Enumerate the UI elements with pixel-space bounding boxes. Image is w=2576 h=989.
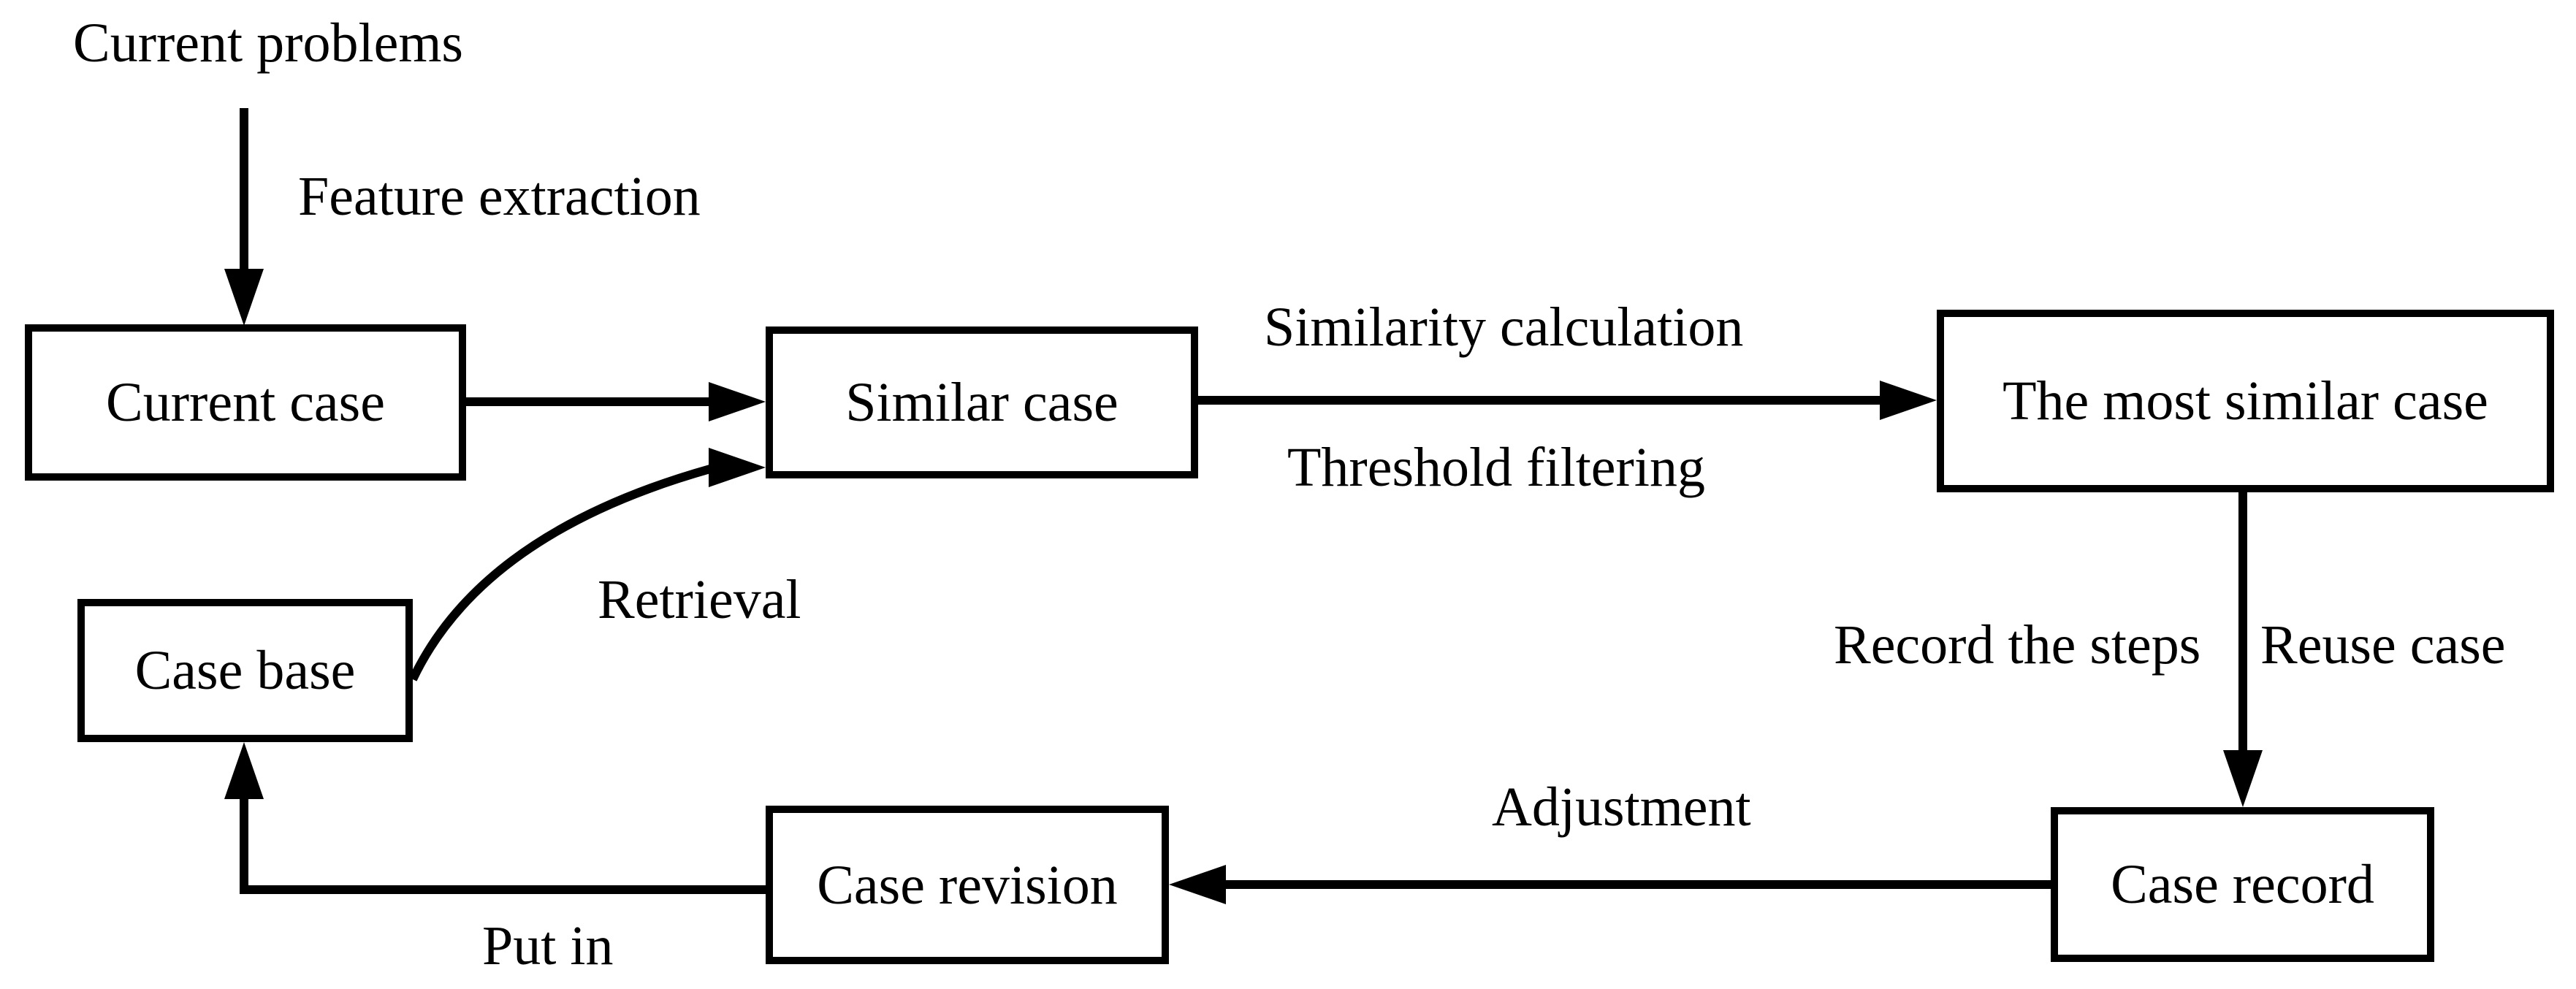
node-most-similar-case: The most similar case xyxy=(1937,310,2554,492)
node-case-record-label: Case record xyxy=(2111,854,2374,915)
node-case-record: Case record xyxy=(2051,807,2434,962)
label-current-problems: Current problems xyxy=(73,12,464,74)
node-similar-case: Similar case xyxy=(766,327,1198,478)
label-similarity-calculation: Similarity calculation xyxy=(1264,297,1744,358)
node-most-similar-case-label: The most similar case xyxy=(2003,370,2488,432)
node-case-base-label: Case base xyxy=(134,640,356,701)
node-similar-case-label: Similar case xyxy=(845,372,1119,433)
arrowhead-left-adjustment xyxy=(1169,865,1226,904)
label-reuse-case: Reuse case xyxy=(2260,614,2506,676)
arrowhead-right-similarity xyxy=(1880,381,1937,420)
edge-put-in-line xyxy=(240,798,766,894)
arrowhead-up-put-in xyxy=(224,742,264,799)
node-case-revision-label: Case revision xyxy=(817,854,1118,916)
label-feature-extraction: Feature extraction xyxy=(298,166,701,227)
label-put-in: Put in xyxy=(482,915,614,977)
node-current-case: Current case xyxy=(25,324,466,481)
edge-retrieval-curve xyxy=(408,465,712,681)
node-case-revision: Case revision xyxy=(766,806,1169,964)
label-record-the-steps: Record the steps xyxy=(1834,614,2201,676)
arrowhead-right-current-to-similar xyxy=(709,382,766,421)
arrowhead-right-retrieval xyxy=(709,448,766,487)
arrowhead-down-feature-extraction xyxy=(224,269,264,326)
arrowhead-down-reuse-case xyxy=(2223,750,2263,807)
label-threshold-filtering: Threshold filtering xyxy=(1287,437,1705,498)
node-case-base: Case base xyxy=(77,599,413,742)
label-retrieval: Retrieval xyxy=(598,569,801,630)
node-current-case-label: Current case xyxy=(106,372,385,433)
label-adjustment: Adjustment xyxy=(1492,776,1751,838)
